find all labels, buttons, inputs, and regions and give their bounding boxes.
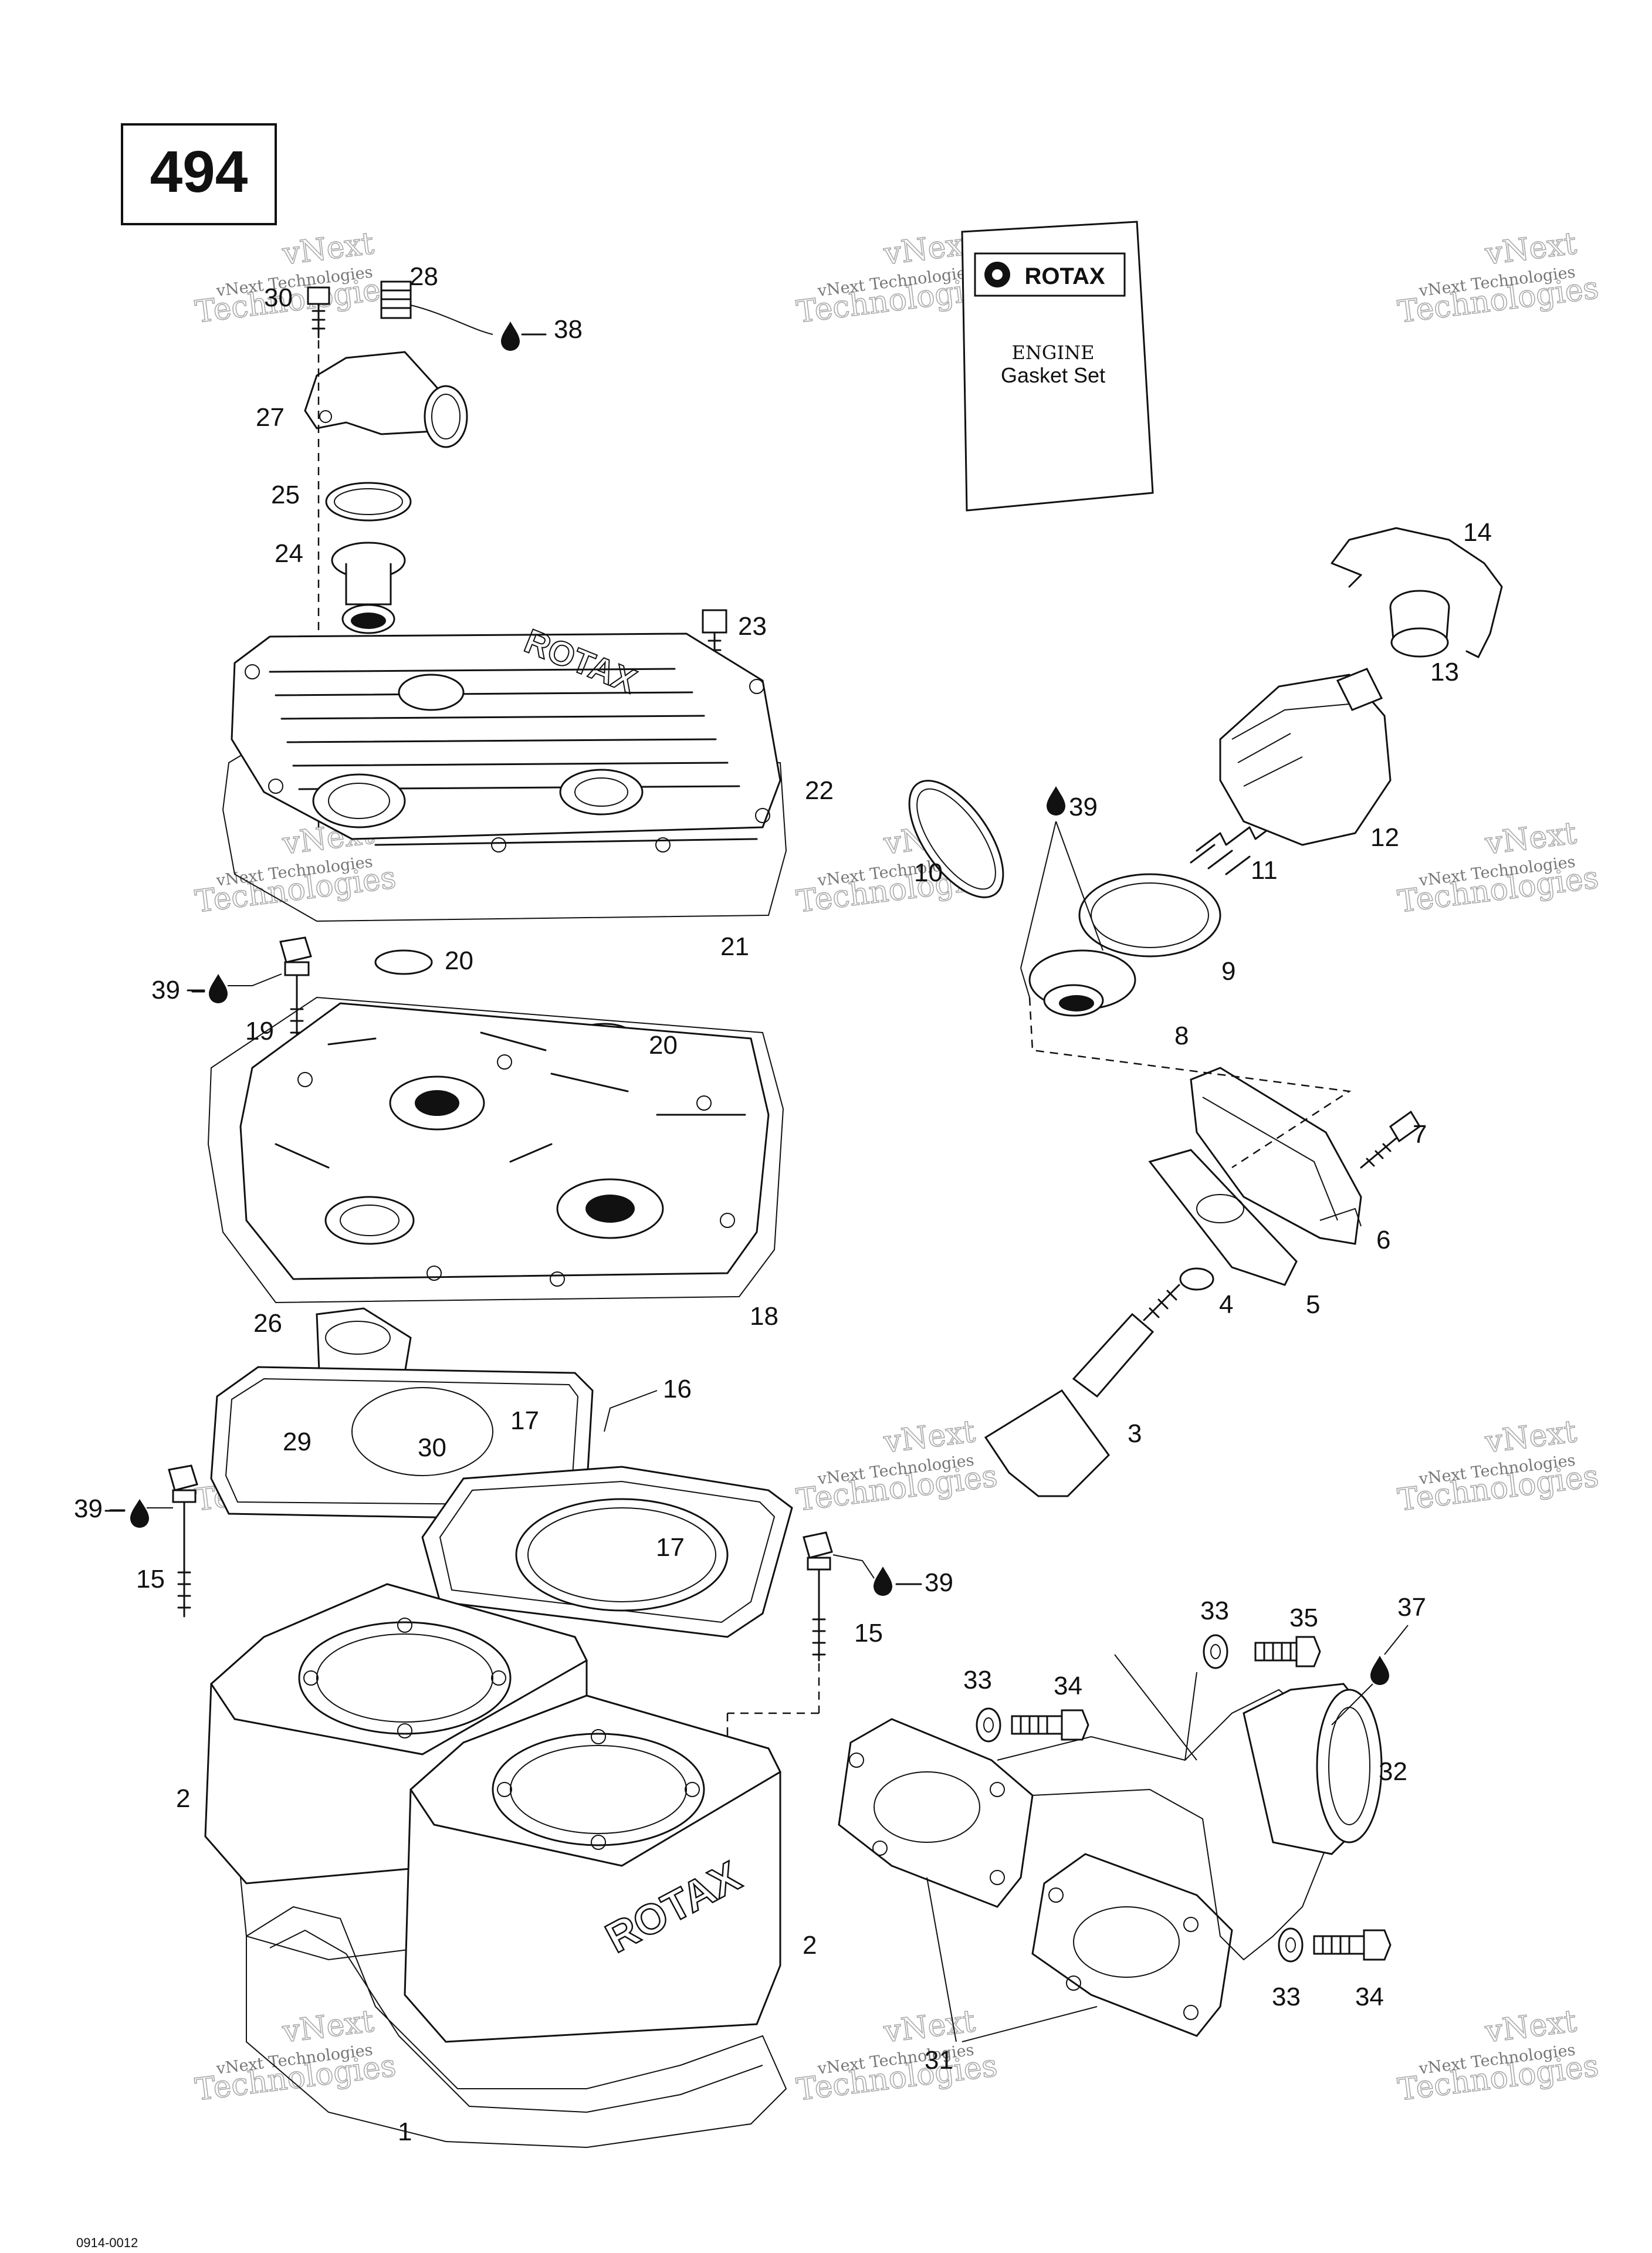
watermark: vNext Technologies vNext Technologies (193, 225, 399, 330)
drop-37 (1331, 1625, 1409, 1726)
manual-brand: ROTAX (1024, 263, 1105, 289)
part-label: 7 (1413, 1120, 1427, 1149)
part-label: 19 (245, 1017, 274, 1046)
drop-39-rave (1020, 786, 1352, 1169)
manual-line2: Gasket Set (1001, 363, 1105, 387)
bellows-8-9 (1028, 873, 1221, 1017)
part-label: 29 (283, 1427, 312, 1456)
manual-line1: ENGINE (1012, 341, 1095, 364)
o-ring-10 (908, 780, 1004, 898)
bolt-35 (1254, 1636, 1321, 1667)
base-gasket (246, 1906, 787, 2149)
part-label: 11 (1251, 856, 1278, 885)
part-label: 1 (398, 2117, 412, 2146)
part-label: 39 (1069, 793, 1098, 821)
part-label: 8 (1174, 1021, 1189, 1050)
part-label: 38 (554, 315, 583, 344)
part-label: 17 (656, 1533, 685, 1562)
part-label: 25 (271, 481, 300, 509)
part-label: 15 (136, 1565, 165, 1594)
part-label: 20 (649, 1031, 678, 1060)
o-ring-20-left (374, 949, 433, 975)
part-label: 39 (74, 1494, 103, 1523)
part-labels: 1 2 2 3 4 5 6 7 8 9 10 11 12 13 14 15 15… (74, 262, 1492, 2146)
watermark: vNext Technologies vNext Technologies (1396, 815, 1602, 920)
exhaust-socket-right (1031, 1853, 1233, 2037)
clip-14 (1331, 527, 1503, 658)
part-label: 21 (720, 932, 749, 961)
part-label: 22 (805, 776, 834, 805)
part-label: 6 (1376, 1226, 1390, 1254)
part-label: 28 (409, 262, 438, 291)
part-label: 34 (1054, 1672, 1082, 1700)
part-label: 2 (803, 1931, 817, 1960)
cylinder-head-cover: ROTAX (222, 621, 787, 922)
gasket-5 (1148, 1149, 1298, 1286)
cover-12 (1219, 668, 1392, 846)
part-label: 5 (1306, 1290, 1320, 1319)
o-ring-4 (1179, 1267, 1214, 1291)
watermark: vNext Technologies vNext Technologies (1396, 225, 1602, 330)
part-label: 23 (738, 612, 767, 641)
part-label: 13 (1430, 658, 1459, 686)
part-label: 30 (264, 283, 293, 312)
cylinder-head (207, 996, 784, 1304)
part-label: 18 (750, 1302, 778, 1331)
watermark: vNext Technologies vNext Technologies (1396, 1413, 1602, 1518)
label-dashes (109, 990, 916, 1585)
watermark: vNext Technologies vNext Technologies (794, 2003, 1000, 2108)
cylinder-right: ROTAX (404, 1694, 781, 2043)
part-label: 12 (1370, 823, 1399, 852)
washer-33-bottom (1278, 1927, 1304, 1963)
bolt-19 (187, 936, 312, 1063)
part-label: 27 (256, 403, 285, 432)
part-label: 20 (445, 946, 473, 975)
exhaust-manifold (997, 1654, 1383, 1961)
watermark: vNext Technologies vNext Technologies (794, 1413, 1000, 1518)
head-gasket-right (421, 1390, 793, 1638)
part-label: 16 (663, 1375, 692, 1403)
part-label: 14 (1463, 518, 1492, 547)
part-label: 4 (1219, 1290, 1233, 1319)
part-label: 3 (1128, 1419, 1142, 1448)
cap-13 (1389, 590, 1450, 658)
washer-33-top (1203, 1634, 1228, 1669)
watermark: vNext Technologies vNext Technologies (1396, 2003, 1602, 2108)
bolt-34-bottom (1313, 1929, 1392, 1961)
part-label: 26 (253, 1309, 282, 1338)
part-label: 33 (963, 1666, 992, 1694)
bolt-15-left (104, 1464, 198, 1618)
part-label: 33 (1272, 1983, 1301, 2011)
part-label: 39 (151, 976, 180, 1004)
part-label: 9 (1221, 957, 1235, 986)
diagram-number-box: 494 (121, 123, 277, 225)
part-label: 32 (1379, 1757, 1407, 1786)
footer-code: 0914-0012 (76, 2235, 138, 2250)
part-label: 17 (510, 1406, 539, 1435)
part-label: 31 (925, 2046, 953, 2075)
thermostat-assembly (304, 280, 547, 833)
part-label: 35 (1289, 1604, 1318, 1632)
part-label: 15 (854, 1619, 883, 1648)
part-label: 39 (925, 1568, 953, 1597)
valve-housing-6 (1190, 1067, 1362, 1245)
washer-33-mid (976, 1707, 1001, 1743)
part-label: 10 (914, 858, 943, 887)
part-label: 37 (1397, 1593, 1426, 1622)
part-label: 33 (1200, 1596, 1229, 1625)
bolt-34-mid (1011, 1709, 1089, 1741)
exhaust-socket-left (838, 1718, 1034, 1908)
watermark: vNext Technologies vNext Technologies (193, 2003, 399, 2108)
part-label: 2 (176, 1784, 190, 1813)
rave-valve-slide (984, 1284, 1180, 1497)
diagram-number: 494 (150, 139, 248, 205)
screw-7 (1360, 1110, 1421, 1169)
part-label: 30 (418, 1433, 446, 1462)
part-label: 24 (275, 539, 303, 568)
leader-31 (926, 1877, 1098, 2042)
gasket-set-manual: ROTAX ENGINE Gasket Set (961, 221, 1154, 512)
part-label: 34 (1355, 1983, 1384, 2011)
